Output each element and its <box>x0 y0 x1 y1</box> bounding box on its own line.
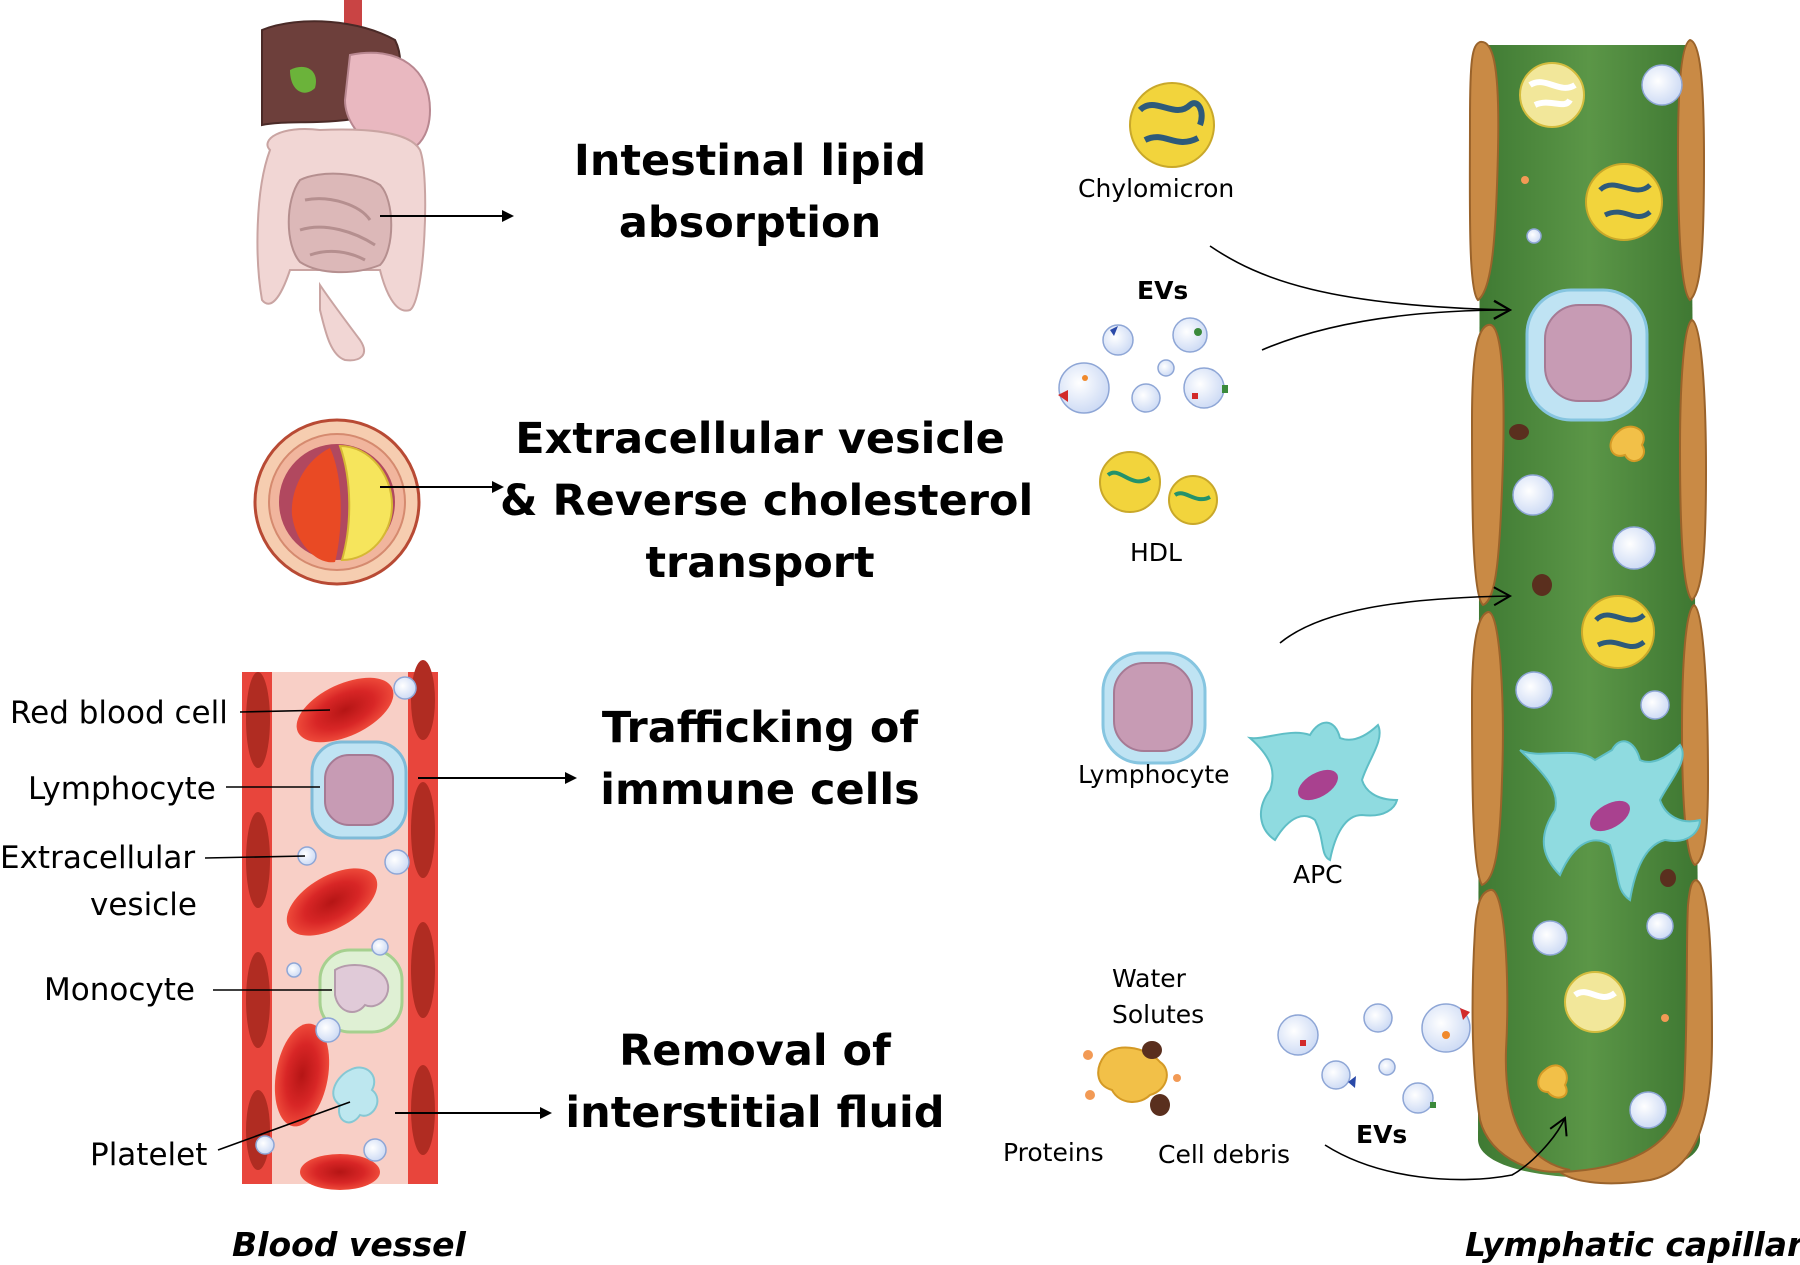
label-red-blood-cell: Red blood cell <box>10 695 228 731</box>
caption-lymphatic-capillary: Lymphatic capillary <box>1465 1225 1800 1264</box>
chylomicron-icon <box>1129 82 1215 168</box>
label-lymphocyte-blood: Lymphocyte <box>28 771 216 807</box>
lymphocyte-icon <box>1101 651 1207 765</box>
label-monocyte: Monocyte <box>44 972 195 1008</box>
artery-plaque-illustration <box>253 418 421 586</box>
red-blood-cell <box>300 1154 380 1190</box>
label-evs-bottom: EVs <box>1356 1120 1408 1149</box>
function-title-line: Removal of <box>619 1026 891 1076</box>
capillary-apc <box>1519 740 1702 902</box>
evs-cluster-bottom <box>1277 1003 1471 1114</box>
function-title-line: interstitial fluid <box>565 1088 945 1138</box>
function-title-line: Extracellular vesicle <box>515 414 1005 464</box>
monocyte-cell <box>318 948 404 1034</box>
label-extracellular-vesicle-line1: Extracellular <box>0 840 196 876</box>
label-evs-top: EVs <box>1137 276 1189 305</box>
fluid-icon <box>1083 1041 1181 1116</box>
lymphatic-capillary-illustration <box>1468 38 1714 1185</box>
label-solutes: Solutes <box>1112 1000 1205 1029</box>
red-blood-cell <box>286 868 378 936</box>
caption-blood-vessel: Blood vessel <box>232 1225 466 1264</box>
label-cell-debris: Cell debris <box>1158 1140 1291 1169</box>
label-platelet: Platelet <box>90 1137 208 1173</box>
capillary-arrows <box>1209 245 1568 1181</box>
function-title-lipid: Intestinal lipid absorption <box>560 130 940 254</box>
blood-vessel-illustration <box>242 660 438 1190</box>
function-title-line: & Reverse cholesterol <box>500 476 1034 526</box>
blood-label-leaders <box>204 709 351 1151</box>
label-proteins: Proteins <box>1003 1138 1104 1167</box>
function-title-line: Intestinal lipid <box>573 136 927 186</box>
label-apc: APC <box>1293 860 1343 889</box>
capillary-vesicles <box>1512 64 1683 1129</box>
capillary-chylomicrons <box>1519 62 1663 1033</box>
capillary-lymphocyte <box>1525 288 1649 422</box>
function-title-line: absorption <box>618 198 882 248</box>
function-title-immune: Trafficking of immune cells <box>570 697 950 821</box>
hdl-icon <box>1099 451 1218 525</box>
label-hdl: HDL <box>1130 538 1182 567</box>
label-water: Water <box>1112 964 1186 993</box>
function-title-line: Trafficking of <box>601 703 919 753</box>
blood-extracellular-vesicles <box>255 676 417 1162</box>
red-blood-cell <box>296 677 394 743</box>
lymphocyte-cell <box>310 740 408 840</box>
ev-markers-top <box>1058 326 1228 402</box>
label-extracellular-vesicle-line2: vesicle <box>90 887 197 923</box>
function-title-fluid: Removal of interstitial fluid <box>560 1020 950 1144</box>
platelet-cell <box>332 1066 379 1124</box>
ev-markers-bottom <box>1300 1008 1470 1108</box>
function-title-ev: Extracellular vesicle & Reverse choleste… <box>500 408 1034 594</box>
red-blood-cell <box>274 1023 330 1127</box>
function-title-line: immune cells <box>600 765 920 815</box>
digestive-organs-illustration <box>256 0 432 362</box>
label-lymphocyte-right: Lymphocyte <box>1078 760 1230 789</box>
label-chylomicron: Chylomicron <box>1078 174 1235 203</box>
function-title-line: transport <box>645 538 875 588</box>
apc-icon <box>1246 721 1399 862</box>
